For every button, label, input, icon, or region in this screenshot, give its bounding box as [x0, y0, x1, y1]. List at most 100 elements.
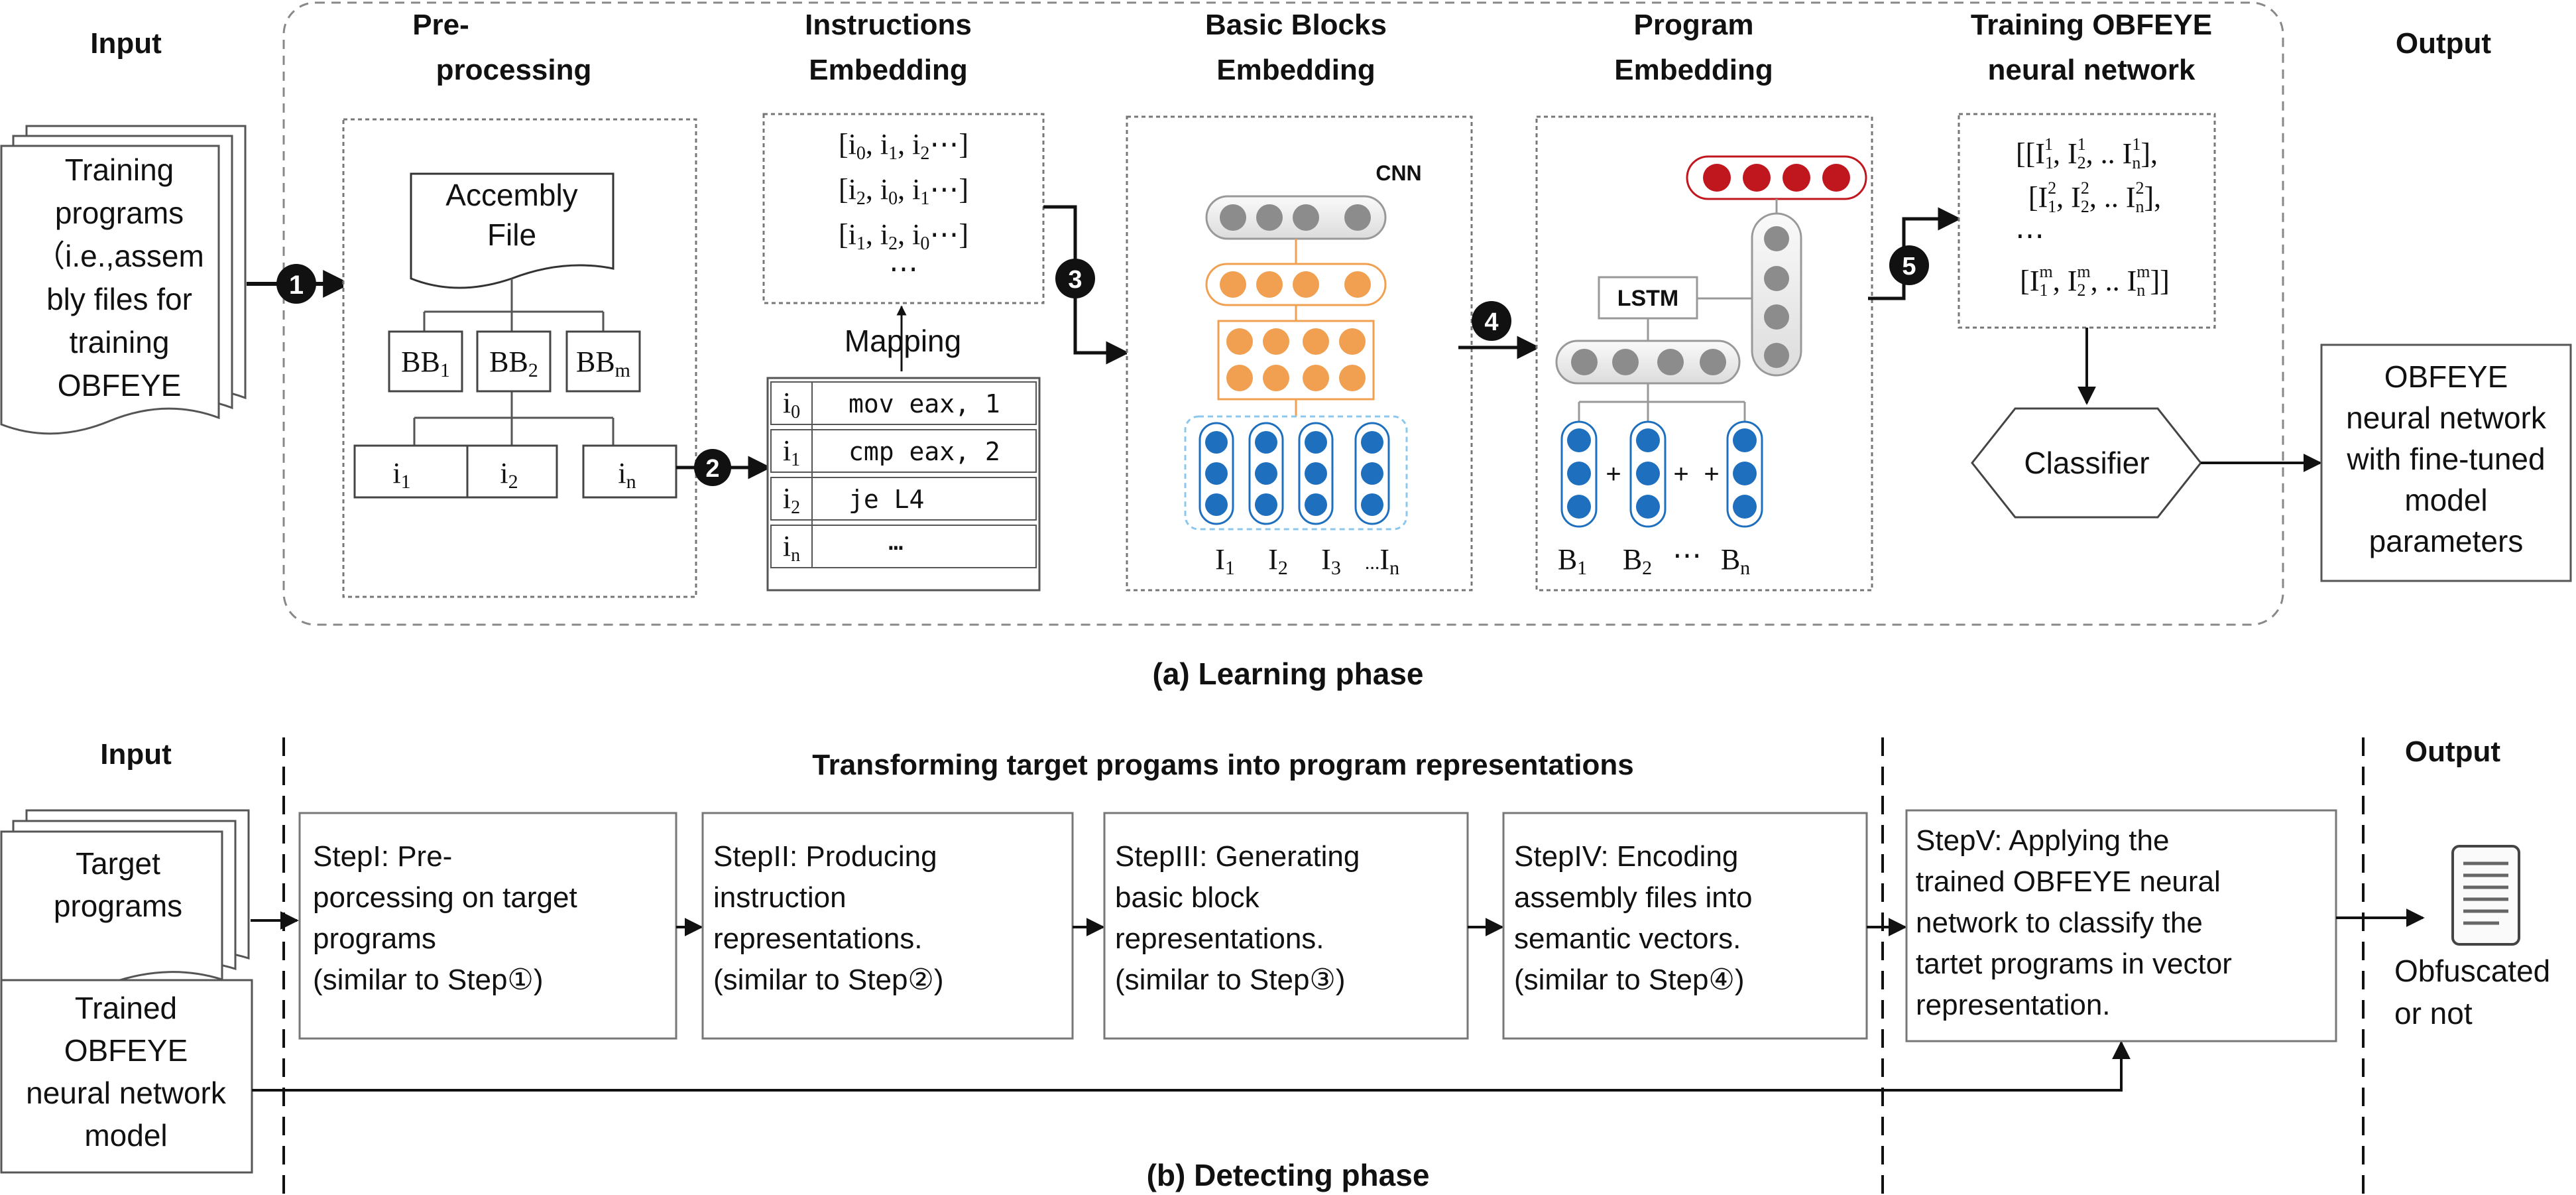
target-programs-line-2: programs	[54, 889, 182, 923]
svg-text:5: 5	[1902, 253, 1916, 281]
detect-step2-line-1: StepII: Producing	[713, 840, 937, 873]
step1-badge: 1	[276, 264, 316, 304]
bb1-node	[388, 330, 463, 393]
detect-step3-line-3: representations.	[1115, 922, 1324, 955]
detect-step5-box: StepV: Applying the trained OBFEYE neura…	[1905, 809, 2337, 1042]
prog-embedding-title-1: Program	[1634, 9, 1754, 41]
detect-step5-line-1: StepV: Applying the	[1916, 824, 2169, 857]
lstm-gray-layer	[1555, 340, 1741, 385]
instr-embedding-title-1: Instructions	[805, 9, 972, 41]
detect-step3-box: StepIII: Generating basic block represen…	[1103, 812, 1469, 1040]
instr-vector-ellipsis: ⋯	[889, 253, 918, 285]
plus-sign-2: +	[1673, 460, 1688, 489]
bb-label-i3: I3	[1321, 543, 1341, 579]
instr-i2-node	[466, 444, 558, 499]
bb-label-i2: I2	[1268, 543, 1288, 579]
instr-in-node	[582, 444, 677, 499]
svg-text:2: 2	[705, 455, 719, 483]
bbm-label: BBm	[576, 346, 630, 381]
learning-output-box	[2320, 344, 2572, 582]
plus-sign-1: +	[1606, 460, 1621, 489]
trained-model-line-1: Trained	[75, 991, 177, 1025]
bb-embedding-title-2: Embedding	[1216, 54, 1376, 86]
training-title-2: neural network	[1988, 54, 2195, 86]
bb-label-i1: I1	[1215, 543, 1235, 579]
detect-step1-line-3: programs	[313, 922, 436, 955]
lstm-label: LSTM	[1617, 286, 1679, 311]
detect-step3-line-2: basic block	[1115, 881, 1260, 914]
training-programs-line-3: （i.e.,assem	[34, 239, 204, 273]
detect-step1-line-2: porcessing on target	[313, 881, 577, 914]
detect-step2-box: StepII: Producing instruction representa…	[701, 812, 1074, 1040]
cnn-orange-pool-layer	[1205, 263, 1387, 306]
assembly-file-label-1: Accembly	[445, 178, 577, 212]
training-matrix-panel	[1958, 113, 2216, 329]
table-row-2-index: i1	[783, 434, 800, 470]
detect-step1-box: StepI: Pre- porcessing on target program…	[298, 812, 677, 1040]
detecting-phase: Input Output Transforming target progams…	[0, 735, 2550, 1194]
output-red-layer	[1686, 155, 1867, 200]
training-title-1: Training OBFEYE	[1971, 9, 2212, 41]
table-row-1-index: i0	[783, 387, 800, 422]
detecting-input-heading: Input	[100, 738, 172, 771]
table-row-3-asm: je L4	[849, 485, 924, 514]
cnn-top-gray-layer	[1205, 195, 1387, 240]
svg-text:4: 4	[1484, 308, 1498, 336]
learning-phase: Input Output Training programs （i.e.,ass…	[0, 1, 2572, 691]
detecting-output-heading: Output	[2405, 735, 2501, 768]
training-programs-line-2: programs	[55, 196, 184, 230]
detect-step2-line-3: representations.	[713, 922, 923, 955]
cnn-blue-input-columns	[1199, 422, 1390, 525]
instr-i1-node	[353, 444, 475, 499]
detecting-dashed-dividers	[282, 737, 2365, 1194]
matrix-row-1: [[I11, I21, .. In1],	[2016, 135, 2158, 172]
detect-step4-line-2: assembly files into	[1514, 881, 1752, 914]
training-programs-doc-stack: Training programs （i.e.,assem bly files …	[0, 125, 247, 435]
detect-step5-line-3: network to classify the	[1916, 907, 2203, 939]
cnn-label: CNN	[1376, 161, 1421, 185]
detecting-phase-caption: (b) Detecting phase	[1147, 1158, 1430, 1192]
detect-step3-line-1: StepIII: Generating	[1115, 840, 1360, 873]
prog-label-bn: Bn	[1721, 543, 1750, 579]
detect-step4-line-4: (similar to Step④)	[1514, 964, 1745, 996]
detect-step2-line-2: instruction	[713, 881, 847, 914]
detect-step4-line-1: StepIV: Encoding	[1514, 840, 1738, 873]
table-row-2-asm: cmp eax, 2	[849, 437, 1000, 466]
mapping-label: Mapping	[845, 324, 961, 358]
detecting-banner: Transforming target progams into program…	[812, 749, 1634, 781]
matrix-row-2: [I12, I22, .. In2],	[2028, 178, 2161, 216]
trained-model-line-3: neural network	[26, 1076, 227, 1110]
document-icon	[2451, 845, 2520, 946]
plus-sign-3: +	[1704, 460, 1719, 489]
classifier-label: Classifier	[2024, 446, 2149, 480]
model-to-step5-arrow	[252, 1040, 2131, 1092]
table-row-1-asm: mov eax, 1	[849, 389, 1000, 418]
detect-step5-line-4: tartet programs in vector	[1916, 948, 2232, 980]
instr-vectors-panel	[762, 113, 1045, 304]
trained-model-line-4: model	[84, 1118, 167, 1153]
bb1-label: BB1	[401, 346, 450, 381]
preprocessing-title-1: Pre-	[412, 9, 469, 41]
bb2-node	[476, 330, 552, 393]
assembly-file-node: Accembly File	[410, 172, 615, 289]
target-programs-doc-stack: Target programs	[0, 809, 250, 994]
prog-label-ellipsis: ⋯	[1672, 539, 1702, 572]
svg-text:3: 3	[1068, 266, 1082, 294]
prog-label-b2: B2	[1623, 543, 1652, 579]
preprocessing-title-2: processing	[436, 54, 592, 86]
prog-label-b1: B1	[1558, 543, 1587, 579]
learning-output-heading: Output	[2396, 27, 2492, 60]
step2-badge: 2	[694, 449, 731, 486]
detect-step5-line-5: representation.	[1916, 989, 2111, 1021]
detect-step1-line-1: StepI: Pre-	[313, 840, 452, 873]
learning-output-line-5: parameters	[2369, 524, 2524, 558]
instr-vector-2: [i2, i0, i1⋯]	[839, 173, 968, 209]
assembly-file-label-2: File	[487, 218, 536, 252]
svg-text:1: 1	[289, 271, 304, 300]
result-line-1: Obfuscated	[2394, 954, 2550, 988]
learning-output-line-3: with fine-tuned	[2346, 442, 2545, 476]
detect-step5-line-2: trained OBFEYE neural	[1916, 865, 2221, 898]
training-programs-line-4: bly files for	[46, 282, 192, 316]
matrix-row-ellipsis: ⋯	[2015, 220, 2044, 252]
